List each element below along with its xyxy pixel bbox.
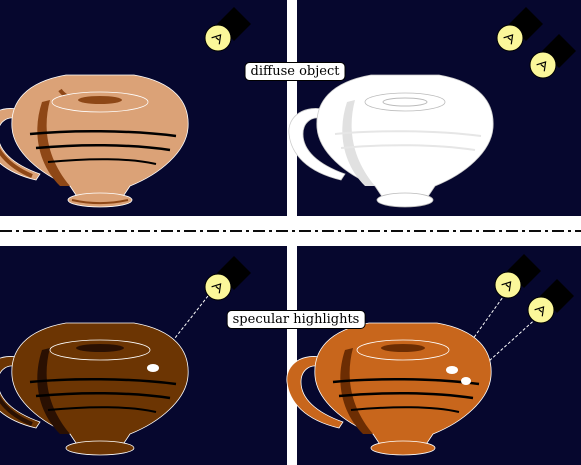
vase-tan — [0, 74, 189, 208]
specular-highlight — [446, 366, 458, 374]
caption-diffuse-object: diffuse object — [244, 62, 346, 81]
specular-highlight — [147, 364, 159, 372]
vase-orange — [286, 322, 492, 456]
specular-highlight — [461, 377, 471, 385]
caption-specular-highlights: specular highlights — [226, 310, 366, 329]
vase-white — [288, 74, 494, 208]
vase-brown — [0, 322, 189, 456]
